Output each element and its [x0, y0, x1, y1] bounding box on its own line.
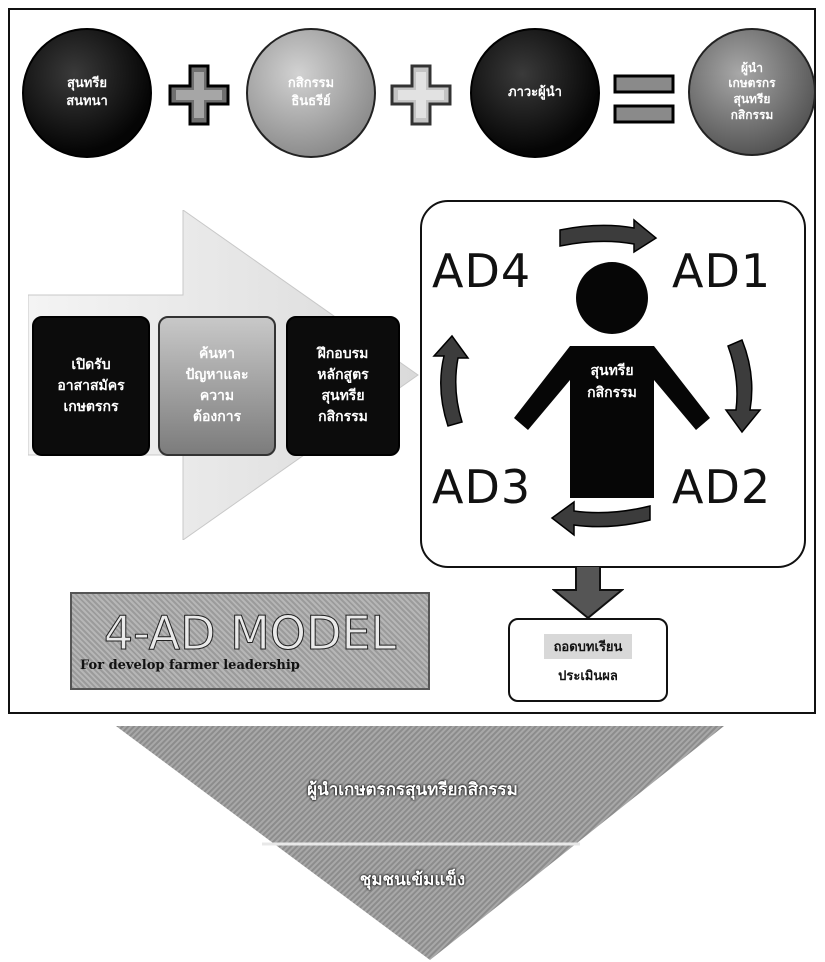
- circle-farmer-leader: ผู้นำ เกษตรกร สุนทรีย กสิกรรม: [688, 28, 816, 156]
- person-center-label: สุนทรีย กสิกรรม: [587, 363, 637, 402]
- ad3-label: AD3: [432, 460, 532, 514]
- model-subtitle: For develop farmer leadership: [80, 658, 300, 673]
- cycle-arrows: [432, 218, 762, 537]
- equals-icon: [613, 74, 675, 124]
- funnel-bottom-label: ชุมชนเข้มแข็ง: [359, 870, 466, 890]
- evaluation-label: ประเมินผล: [558, 669, 618, 684]
- plus-icon: [390, 64, 452, 126]
- circle-natural-farming: กสิกรรม ธินธรีย์: [246, 28, 376, 158]
- down-arrow-icon: [552, 566, 624, 620]
- step-find-problems: ค้นหา ปัญหาและ ความ ต้องการ: [158, 316, 276, 456]
- lesson-learned-label: ถอดบทเรียน: [543, 634, 633, 659]
- step-training-course: ฝึกอบรม หลักสูตร สุนทรีย กสิกรรม: [286, 316, 400, 456]
- ad1-label: AD1: [672, 244, 772, 298]
- ad2-label: AD2: [672, 460, 772, 514]
- model-title: 4-AD MODEL: [103, 606, 397, 661]
- ad4-label: AD4: [432, 244, 532, 298]
- funnel-triangle: [116, 726, 724, 960]
- step-open-volunteers: เปิดรับ อาสาสมัคร เกษตรกร: [32, 316, 150, 456]
- model-title-box: 4-AD MODEL For develop farmer leadership: [70, 592, 430, 690]
- evaluation-box: ถอดบทเรียน ประเมินผล: [508, 618, 668, 702]
- funnel-top-label: ผู้นำเกษตรกรสุนทรียกสิกรรม: [307, 780, 518, 800]
- circle-aesthetic-dialogue: สุนทรีย สนทนา: [22, 28, 152, 158]
- plus-icon: [168, 64, 230, 126]
- circle-leadership: ภาวะผู้นำ: [470, 28, 600, 158]
